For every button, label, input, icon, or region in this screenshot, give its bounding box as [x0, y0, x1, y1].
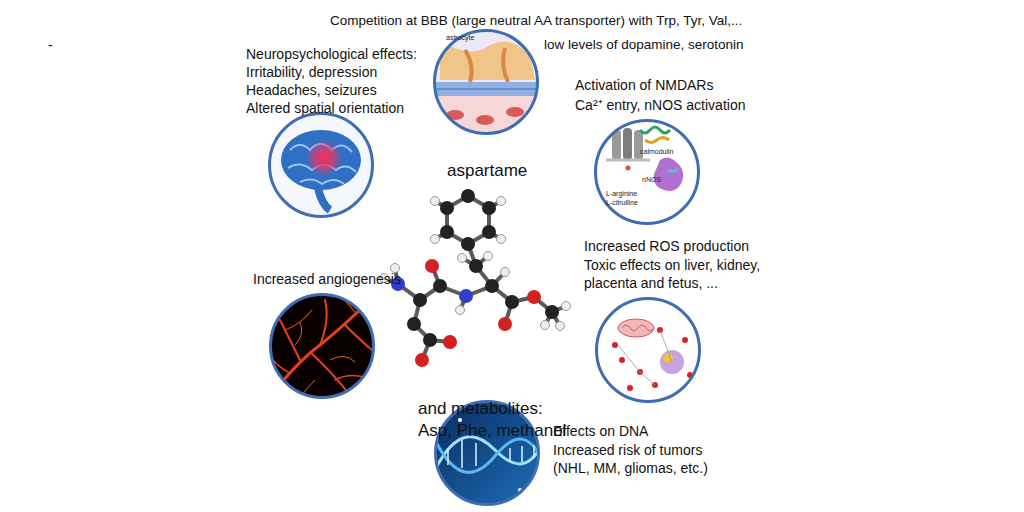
angiogenesis-circle: Increased angiogenesis — [269, 293, 375, 399]
molecule-name: aspartame — [447, 160, 527, 182]
dash-mark: - — [48, 36, 53, 54]
angiogenesis-illustration — [268, 292, 376, 400]
nmdar-circle: Activation of NMDARsCa²⁺ entry, nNOS act… — [594, 119, 700, 225]
effect-text: Competition at BBB (large neutral AA tra… — [330, 12, 742, 30]
bbb-illustration — [430, 28, 545, 138]
effect-text: Effects on DNA — [553, 422, 648, 440]
effect-text: Headaches, seizures — [246, 81, 377, 99]
effect-text: Altered spatial orientation — [246, 99, 404, 117]
illustration-label: L-arginine — [606, 190, 637, 198]
effect-text: Increased ROS production — [584, 237, 749, 255]
brain-circle: Neuropsychological effects:Irritability,… — [268, 112, 374, 218]
effect-text: Neuropsychological effects: — [246, 45, 417, 63]
nmdar-illustration — [594, 119, 700, 225]
effect-text: Increased angiogenesis — [253, 270, 401, 288]
effect-text: Increased risk of tumors (NHL, MM, gliom… — [553, 441, 725, 477]
ros-illustration — [594, 296, 702, 404]
metabolites-label: and metabolites: Asp, Phe, methanol — [418, 398, 576, 442]
brain-illustration — [268, 112, 374, 218]
effect-text: low levels of dopamine, serotonin — [544, 36, 744, 54]
effect-text: Activation of NMDARs — [575, 76, 713, 94]
molecule-illustration — [380, 189, 571, 367]
bbb-circle: Competition at BBB (large neutral AA tra… — [433, 29, 539, 135]
effect-text: Toxic effects on liver, kidney, placenta… — [584, 256, 799, 292]
illustration-label: astrocyte — [446, 34, 474, 42]
illustration-label: nNOS — [642, 176, 661, 184]
effect-text: Ca²⁺ entry, nNOS activation — [575, 96, 745, 114]
illustration-label: calmodulin — [640, 148, 673, 156]
effect-text: Irritability, depression — [246, 63, 377, 81]
ros-circle: Increased ROS productionToxic effects on… — [595, 297, 701, 403]
illustration-label: L-citrulline — [606, 199, 638, 207]
